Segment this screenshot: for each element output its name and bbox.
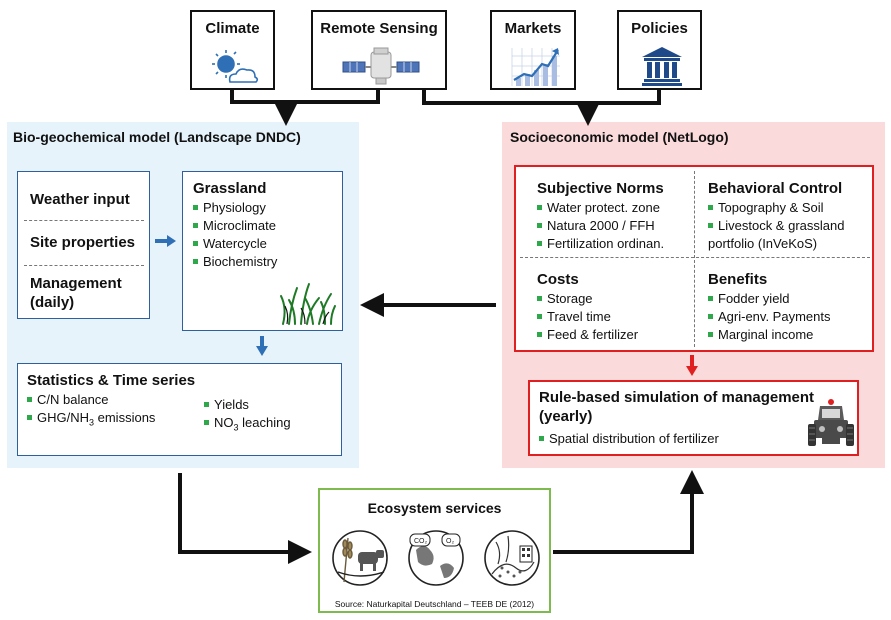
statistics-item: Yields (204, 396, 249, 414)
arrow-inputs-to-grassland (155, 235, 176, 247)
divider (694, 171, 695, 347)
rule-based-simulation-title: Rule-based simulation of management (yea… (539, 389, 815, 425)
statistics-item: C/N balance (27, 391, 109, 409)
model-inputs-box: Weather input Site properties Management… (17, 171, 150, 319)
ghg-suffix: emissions (94, 410, 156, 425)
no3-label: NO (214, 415, 234, 430)
benefits-title: Benefits (708, 271, 768, 288)
policies-label: Policies (631, 20, 688, 37)
statistics-box: Statistics & Time series C/N balance GHG… (17, 363, 342, 456)
rule-item: Spatial distribution of fertilizer (539, 430, 719, 448)
subscript: 3 (233, 422, 239, 433)
svg-text:O₂: O₂ (446, 538, 454, 545)
statistics-item: GHG/NH3 emissions (27, 409, 155, 432)
divider (24, 220, 144, 221)
landscape-icon (484, 530, 540, 586)
behavioral-control-title: Behavioral Control (708, 180, 843, 197)
ghg-label: GHG/NH (37, 410, 89, 425)
svg-text:CO₂: CO₂ (414, 538, 428, 545)
source-note: Source: Naturkapital Deutschland – TEEB … (334, 599, 535, 609)
decision-factors-box: Subjective Norms Water protect. zone Nat… (514, 165, 874, 352)
ecosystem-services-title: Ecosystem services (367, 500, 502, 516)
management-label: Management (daily) (30, 275, 122, 311)
subjective-norms-title: Subjective Norms (537, 180, 664, 197)
rule-based-simulation-box: Rule-based simulation of management (yea… (528, 380, 859, 456)
no3-suffix: leaching (238, 415, 291, 430)
arrow-factors-to-rules (686, 355, 698, 376)
grass-icon (280, 283, 336, 325)
weather-input-label: Weather input (30, 191, 130, 208)
grassland-item: Biochemistry (193, 253, 277, 271)
factor-item: Travel time (537, 308, 611, 326)
grassland-item: Watercycle (193, 235, 267, 253)
socioeconomic-panel-title: Socioeconomic model (NetLogo) (510, 129, 729, 145)
costs-title: Costs (537, 271, 579, 288)
divider (24, 265, 144, 266)
government-building-icon (642, 47, 682, 86)
statistics-title: Statistics & Time series (27, 372, 196, 389)
grassland-title: Grassland (193, 180, 267, 197)
factor-item: Agri-env. Payments (708, 308, 830, 326)
arrow-ecosystem-to-socio (553, 470, 704, 554)
arrow-bio-to-ecosystem (178, 473, 312, 564)
subscript: 3 (89, 417, 95, 428)
climate-label: Climate (205, 20, 260, 37)
factor-item: Natura 2000 / FFH (537, 217, 655, 235)
statistics-item: NO3 leaching (204, 414, 291, 437)
factor-item: Storage (537, 290, 593, 308)
grassland-item: Microclimate (193, 217, 276, 235)
satellite-icon (342, 47, 420, 85)
grassland-item: Physiology (193, 199, 266, 217)
arrow-top-right-merge (422, 90, 661, 105)
factor-item: Marginal income (708, 326, 813, 344)
factor-item: Livestock & grassland portfolio (InVeKoS… (708, 218, 845, 251)
biogeochemical-panel-title: Bio-geochemical model (Landscape DNDC) (13, 129, 301, 145)
sun-cloud-icon (212, 50, 259, 83)
factor-item: Water protect. zone (537, 199, 660, 217)
factor-item: Topography & Soil (708, 199, 824, 217)
markets-label: Markets (504, 20, 562, 37)
arrow-grassland-to-stats (256, 336, 268, 356)
remote-sensing-label: Remote Sensing (320, 20, 438, 37)
co2-globe-icon: CO₂ O₂ (408, 530, 464, 586)
factor-item: Feed & fertilizer (537, 326, 638, 344)
factor-item: Fertilization ordinan. (537, 235, 664, 253)
arrow-top-left-merge (230, 90, 380, 104)
wheat-cow-icon (332, 530, 388, 586)
divider (520, 257, 870, 258)
site-properties-label: Site properties (30, 234, 136, 251)
policies-box: Policies (617, 10, 702, 90)
tractor-icon (808, 399, 854, 446)
rising-chart-icon (511, 48, 560, 86)
remote-sensing-box: Remote Sensing (311, 10, 447, 90)
markets-box: Markets (490, 10, 576, 90)
grassland-box: Grassland Physiology Microclimate Waterc… (182, 171, 343, 331)
ecosystem-services-box: Ecosystem services CO₂ O₂ (318, 488, 551, 613)
factor-item: Fodder yield (708, 290, 790, 308)
climate-box: Climate (190, 10, 275, 90)
